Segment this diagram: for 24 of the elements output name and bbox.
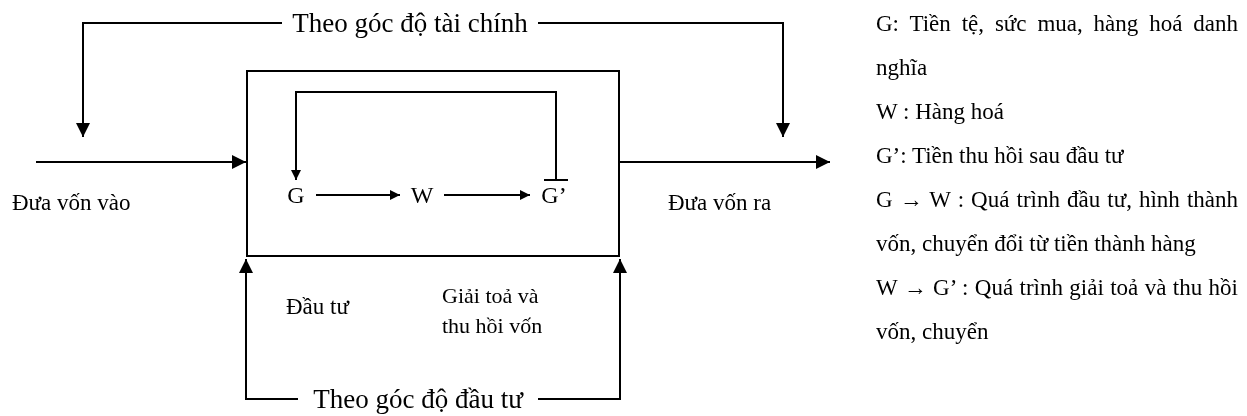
node-label: G’	[541, 181, 567, 209]
process-box	[246, 70, 620, 257]
arrow	[76, 22, 283, 138]
arrow	[239, 258, 299, 400]
text-label: Đưa vốn vào	[12, 189, 132, 217]
arrow	[537, 22, 790, 138]
node-label: Theo góc độ đầu tư	[313, 383, 523, 415]
legend-note: W → G’ : Quá trình giải toả và thu hồi vốn, chuyển	[876, 274, 1238, 346]
legend-note: W : Hàng hoá	[876, 98, 1005, 126]
legend-note: G → W : Quá trình đầu tư, hình thành vốn, chuyển đổi từ tiền thành hàng	[876, 186, 1238, 258]
node-label: G	[287, 181, 305, 209]
arrow	[619, 155, 831, 169]
text-label: Đưa vốn ra	[668, 189, 773, 217]
node-label: W	[410, 181, 434, 209]
arrow	[35, 155, 247, 169]
arrow	[537, 258, 627, 400]
text-label: Đầu tư	[286, 293, 351, 321]
arrow	[291, 91, 569, 181]
text-label: Giải toả và thu hồi vốn	[442, 282, 544, 340]
arrow	[443, 190, 531, 200]
arrow	[315, 190, 401, 200]
legend-note: G: Tiền tệ, sức mua, hàng hoá danh nghĩa	[876, 10, 1238, 82]
legend-note: G’: Tiền thu hồi sau đầu tư	[876, 142, 1125, 170]
node-label: Theo góc độ tài chính	[292, 7, 528, 39]
